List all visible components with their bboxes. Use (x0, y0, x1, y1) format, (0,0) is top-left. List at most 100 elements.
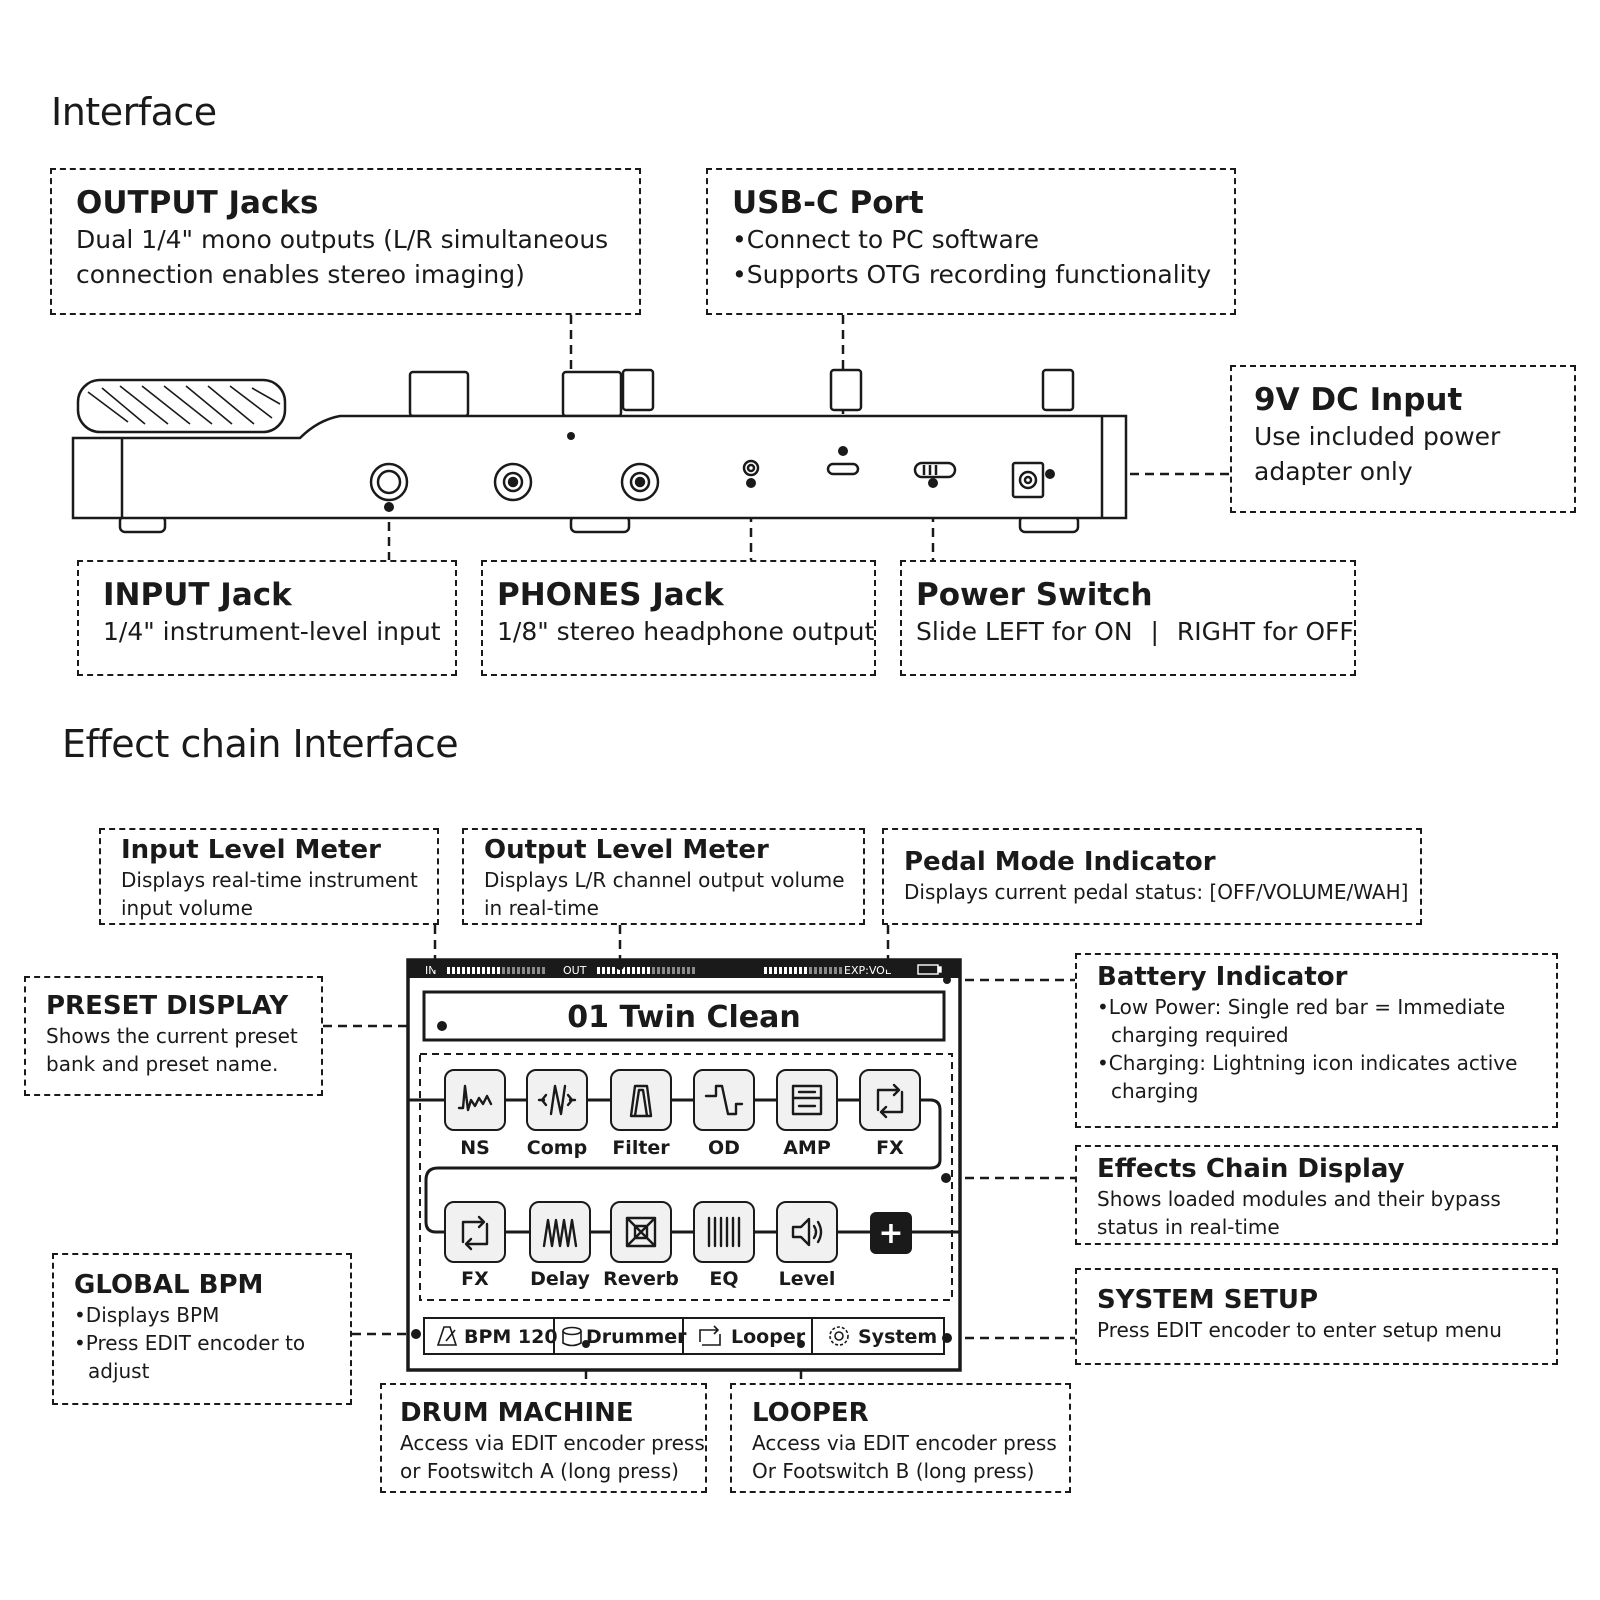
output-meter-segment-r (799, 967, 802, 974)
dc-input-title: 9V DC Input (1254, 382, 1463, 418)
meter-in-label: IN (425, 964, 436, 977)
preset-display-line-1: Shows the current preset (46, 1024, 298, 1048)
system-tab[interactable]: System (829, 1326, 937, 1348)
input-meter-segment (462, 967, 465, 974)
looper-line-2: Or Footswitch B (long press) (752, 1459, 1035, 1483)
row2-delay-module[interactable]: Delay (529, 1201, 591, 1290)
amp-icon (791, 1084, 823, 1116)
module-label: OD (708, 1137, 740, 1159)
output-meter-segment-l (672, 967, 675, 974)
output-meter-segment-r (784, 967, 787, 974)
speaker-icon (791, 1217, 823, 1247)
global-bpm-bullet-2: Press EDIT encoder to (74, 1329, 330, 1357)
output-meter-segment-r (824, 967, 827, 974)
callout-preset-display: PRESET DISPLAY Shows the current preset … (24, 976, 323, 1096)
power-switch-title: Power Switch (916, 577, 1153, 613)
pedal-mode-line-1: Displays current pedal status: [OFF/VOLU… (904, 880, 1409, 904)
output-meter-segment-r (769, 967, 772, 974)
power-switch-sep: | (1150, 617, 1159, 646)
effects-chain-line-2: status in real-time (1097, 1215, 1280, 1239)
output-meter-segment-r (839, 967, 842, 974)
output-meter-segment-l (687, 967, 690, 974)
row1-od-module[interactable]: OD (693, 1069, 755, 1159)
module-label: FX (876, 1137, 904, 1159)
module-label: Level (779, 1268, 836, 1290)
drummer-tab[interactable]: Drummer (562, 1326, 687, 1348)
input-meter-segment (517, 967, 520, 974)
output-meter-segment-r (829, 967, 832, 974)
input-jack-title: INPUT Jack (103, 577, 292, 613)
overdrive-icon (704, 1084, 744, 1116)
row1-fx-module[interactable]: FX (859, 1069, 921, 1159)
output-meter-segment-l (642, 967, 645, 974)
preset-display-line-2: bank and preset name. (46, 1052, 279, 1076)
meter-out-label: OUT (563, 964, 587, 977)
row1-amp-module[interactable]: AMP (776, 1069, 838, 1159)
module-tile[interactable] (776, 1069, 838, 1131)
battery-bullet-2: Charging: Lightning icon indicates activ… (1097, 1049, 1536, 1077)
battery-title: Battery Indicator (1097, 962, 1348, 992)
delay-icon (542, 1218, 578, 1248)
module-label: Reverb (603, 1268, 679, 1290)
input-meter-segment (447, 967, 450, 974)
drum-machine-line-2: or Footswitch A (long press) (400, 1459, 679, 1483)
output-meter-segment-l (657, 967, 660, 974)
noise-gate-icon (457, 1084, 493, 1112)
callout-dc-input: 9V DC Input Use included power adapter o… (1230, 365, 1576, 513)
eq-icon (707, 1216, 741, 1248)
output-meter-title: Output Level Meter (484, 835, 769, 865)
system-setup-line-1: Press EDIT encoder to enter setup menu (1097, 1318, 1502, 1342)
reverb-icon (625, 1216, 657, 1248)
row2-level-module[interactable]: Level (776, 1201, 838, 1290)
callout-drum-machine: DRUM MACHINE Access via EDIT encoder pre… (380, 1383, 707, 1493)
add-module-button[interactable]: + (870, 1212, 912, 1254)
module-tile[interactable] (776, 1201, 838, 1263)
callout-global-bpm: GLOBAL BPM Displays BPM Press EDIT encod… (52, 1253, 352, 1405)
battery-bullet-1: Low Power: Single red bar = Immediate (1097, 993, 1536, 1021)
bpm-tab[interactable]: BPM 120 (436, 1326, 558, 1348)
row2-eq-module[interactable]: EQ (693, 1201, 755, 1290)
callout-effects-chain: Effects Chain Display Shows loaded modul… (1075, 1145, 1558, 1245)
module-tile[interactable] (444, 1069, 506, 1131)
callout-input-meter: Input Level Meter Displays real-time ins… (99, 828, 439, 925)
output-meter-segment-l (597, 967, 600, 974)
system-label: System (858, 1326, 937, 1348)
system-setup-title: SYSTEM SETUP (1097, 1285, 1319, 1315)
module-tile[interactable] (693, 1201, 755, 1263)
output-meter-segment-l (652, 967, 655, 974)
device-anchor-dots (384, 432, 1055, 512)
callout-input-jack: INPUT Jack 1/4" instrument-level input (77, 560, 457, 676)
screen-anchor-dots (411, 962, 952, 1348)
row1-comp-module[interactable]: Comp (526, 1069, 588, 1159)
row2-fx-module[interactable]: FX (444, 1201, 506, 1290)
phones-jack-line-1: 1/8" stereo headphone output (497, 617, 875, 646)
input-meter-segment (472, 967, 475, 974)
input-jack-line-1: 1/4" instrument-level input (103, 617, 441, 646)
module-label: Delay (530, 1268, 590, 1290)
usb-c-bullet-2: Supports OTG recording functionality (732, 257, 1211, 292)
output-meter-segment-l (607, 967, 610, 974)
callout-system-setup: SYSTEM SETUP Press EDIT encoder to enter… (1075, 1268, 1558, 1365)
row1-filter-module[interactable]: Filter (610, 1069, 672, 1159)
row1-ns-module[interactable]: NS (444, 1069, 506, 1159)
module-tile[interactable] (610, 1069, 672, 1131)
looper-tab[interactable]: Looper (699, 1325, 806, 1348)
row2-reverb-module[interactable]: Reverb (603, 1201, 679, 1290)
pedal-device (71, 368, 1128, 534)
module-tile[interactable] (529, 1201, 591, 1263)
interface-title: Interface (51, 90, 217, 134)
input-meter-line-1: Displays real-time instrument (121, 868, 418, 892)
module-tile[interactable] (859, 1069, 921, 1131)
module-label: AMP (783, 1137, 831, 1159)
drummer-label: Drummer (586, 1326, 687, 1348)
bpm-label: BPM 120 (464, 1326, 558, 1348)
usb-c-bullet-1: Connect to PC software (732, 222, 1210, 257)
module-tile[interactable] (444, 1201, 506, 1263)
input-meter-line-2: input volume (121, 896, 253, 920)
battery-icon (917, 964, 942, 975)
output-meter-segment-l (622, 967, 625, 974)
output-meter-segment-r (779, 967, 782, 974)
callout-power-switch: Power Switch Slide LEFT for ON | RIGHT f… (900, 560, 1356, 676)
callout-phones-jack: PHONES Jack 1/8" stereo headphone output (481, 560, 876, 676)
